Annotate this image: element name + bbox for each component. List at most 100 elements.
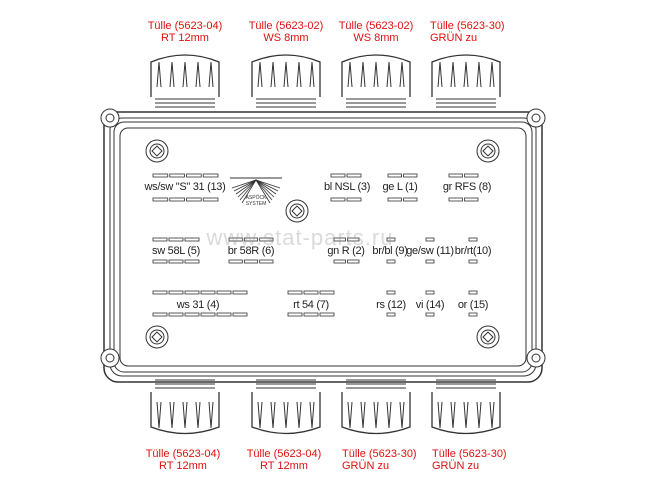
fuse-slot-bar [448,173,463,178]
fuse-slot-bar [346,197,362,202]
grommet-body [150,392,220,435]
grommet-body [251,54,321,97]
grommet-rib [347,61,353,88]
screw-icon [480,329,496,345]
slot-label: ge L (1) [382,181,418,193]
fuse-slot-bar [333,237,346,242]
cable-grommet [431,392,501,435]
logo-ray [237,179,257,198]
fuse-slot-bar [243,259,259,264]
grommet-rib [169,61,175,88]
logo-ray [231,179,257,189]
fuse-slot-bar [152,173,169,178]
grommet-rib [360,401,366,429]
slot-label: br 58R (6) [227,245,275,257]
fuse-slot-bar [202,197,219,202]
box-rim [109,117,537,377]
top-caption-3: Tülle (5623-02)WS 8mm [321,20,431,44]
slot-label: gn R (2) [327,245,365,257]
caption-line: RT 12mm [159,460,207,472]
grommet-rib [270,401,276,429]
grommet-rib [309,401,315,429]
caption-line: WS 8mm [353,32,399,44]
screw-icon [149,143,165,159]
slot-label: ge/sw (11) [406,245,454,257]
fuse-slot-bar [386,312,396,317]
screw-icon [476,139,500,163]
cable-grommet [251,392,321,435]
caption-line: RT 12mm [161,32,209,44]
fuse-slot-bar [386,259,396,264]
grommet-rib [347,401,353,429]
logo-ray [233,179,257,192]
fuse-slot-bar [184,312,200,317]
fuse-slot-bar [232,312,248,317]
caption-line: Tülle (5623-04) [147,20,223,32]
grommet-rib [195,401,201,429]
top-caption-2: Tülle (5623-02)WS 8mm [231,20,341,44]
grommet-rib [156,401,162,429]
slot-label: ws/sw "S" 31 (13) [144,181,226,193]
caption-line: Tülle (5623-04) [246,448,322,460]
bottom-caption-1: Tülle (5623-04)RT 12mm [128,448,238,472]
grommet-rib [156,61,162,88]
fuse-slot-bar [287,290,303,295]
fuse-slot-bar [346,173,362,178]
fuse-slot-bar [216,312,232,317]
mounting-hole [531,353,541,363]
fuse-slot-bar [168,290,184,295]
fuse-slot-bar [243,237,259,242]
fuse-slot-bar [232,290,248,295]
fuse-slot-bar [200,312,216,317]
mounting-hole [531,113,541,123]
grommet-rib [169,401,175,429]
screw-head-icon [482,331,494,343]
grommet-body [431,392,501,435]
fuse-slot-bar [387,197,402,202]
fuse-slot-bar [333,259,346,264]
mounting-ear [526,348,546,368]
caption-line: Tülle (5623-30) [430,20,505,32]
grommet-rib [208,61,214,88]
grommet-rib [373,61,379,88]
cable-grommet [251,54,321,97]
mounting-ear [100,348,120,368]
caption-line: GRÜN zu [430,32,478,44]
bottom-caption-4: Tülle (5623-30)GRÜN zu [432,448,522,472]
fuse-slot-bar [303,312,319,317]
grommet-rib [182,401,188,429]
mounting-hole [105,113,115,123]
slot-label: ws 31 (4) [176,299,220,311]
fuse-slot-bar [303,290,319,295]
watermark: www.stat-parts.ru [206,225,394,250]
bottom-caption-2: Tülle (5623-04)RT 12mm [229,448,339,472]
slot-label: sw 58L (5) [152,245,200,257]
fuse-slot-bar [152,237,168,242]
fuse-slot-bar [425,312,435,317]
grommet-rib [476,61,482,88]
fuse-slot-bar [387,173,402,178]
slot-label: rs (12) [376,299,406,311]
fuse-slot-bar [448,197,463,202]
fuse-slot-bar [386,237,396,242]
grommet-rib [437,401,443,429]
fuse-slot-bar [152,290,168,295]
fuse-slot-bar [186,197,202,202]
fuse-slot-bar [464,197,479,202]
grommet-rib [283,61,289,88]
grommet-rib [463,61,469,88]
screw-icon [289,203,305,219]
screw-icon [149,329,165,345]
slot-label: vi (14) [415,299,445,311]
grommet-rib [360,61,366,88]
grommet-rib [489,61,495,88]
fuse-slot-bar [168,259,184,264]
fuse-slot-bar [169,173,185,178]
cable-grommet [150,392,220,435]
caption-line: RT 12mm [260,460,308,472]
box-outline [103,111,543,383]
mounting-ear [100,108,120,128]
fuse-slot-bar [168,237,184,242]
